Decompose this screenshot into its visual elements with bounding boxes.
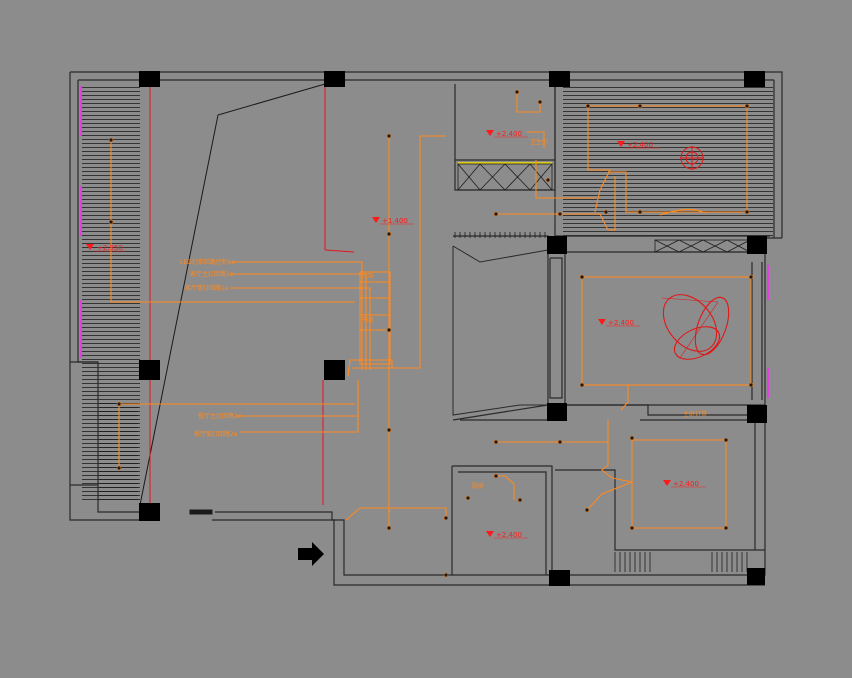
level-living: +2.950 [86, 244, 126, 252]
circuit-label-1: LED灯带回路控制1e [180, 258, 236, 266]
level-hall-text: +1.400 [382, 217, 408, 225]
lamp-icon [661, 294, 730, 360]
floor-hatching [82, 84, 773, 502]
level-bottom-mid-text: +2.400 [496, 531, 522, 539]
level-top-small: +2.400 [486, 130, 528, 138]
beam-lines [149, 84, 355, 505]
door-marks [189, 509, 213, 515]
level-mid-right-text: +2.400 [608, 319, 634, 327]
arrow-right-icon [298, 542, 324, 566]
fan-icon [680, 146, 704, 170]
lamp-points [108, 89, 754, 578]
lighting-circuits [110, 92, 752, 529]
circuit-label-6: 卫生间 [530, 138, 548, 146]
circuit-label-4: 餐厅主灯回路2e [198, 412, 242, 420]
circuit-label-10: 书房 [362, 316, 374, 324]
level-hall: +1.400 [372, 217, 414, 225]
level-markers: +2.950 +1.400 +2.400 +2.400 +2.400 +2.40… [86, 130, 706, 539]
vent-marks [454, 232, 748, 572]
cabinet-marks [457, 163, 751, 253]
level-bottom-right: +2.400 [663, 480, 706, 488]
level-top-right-text: +2.400 [627, 141, 653, 149]
level-living-text: +2.950 [97, 244, 123, 252]
circuit-label-8: 主卧灯带 [683, 410, 707, 418]
circuit-label-9: 次卧 [362, 272, 374, 280]
columns [139, 71, 767, 586]
level-mid-right: +2.400 [598, 319, 640, 327]
circuit-label-7: 厨房 [472, 482, 484, 490]
circuit-labels: LED灯带回路控制1e 客厅主灯回路1e 客厅筒灯回路1e 餐厅主灯回路2e 餐… [180, 138, 707, 490]
partition-line [139, 83, 326, 506]
circuit-label-3: 客厅筒灯回路1e [185, 284, 229, 292]
windows [80, 86, 769, 398]
hall-outline [452, 245, 549, 416]
level-top-small-text: +2.400 [496, 130, 522, 138]
level-bottom-right-text: +2.400 [673, 480, 699, 488]
level-top-right: +2.400 [617, 141, 660, 149]
level-bottom-mid: +2.400 [486, 531, 528, 539]
circuit-label-5: 餐厅筒灯回路2e [194, 430, 238, 438]
circuit-label-2: 客厅主灯回路1e [190, 270, 234, 278]
